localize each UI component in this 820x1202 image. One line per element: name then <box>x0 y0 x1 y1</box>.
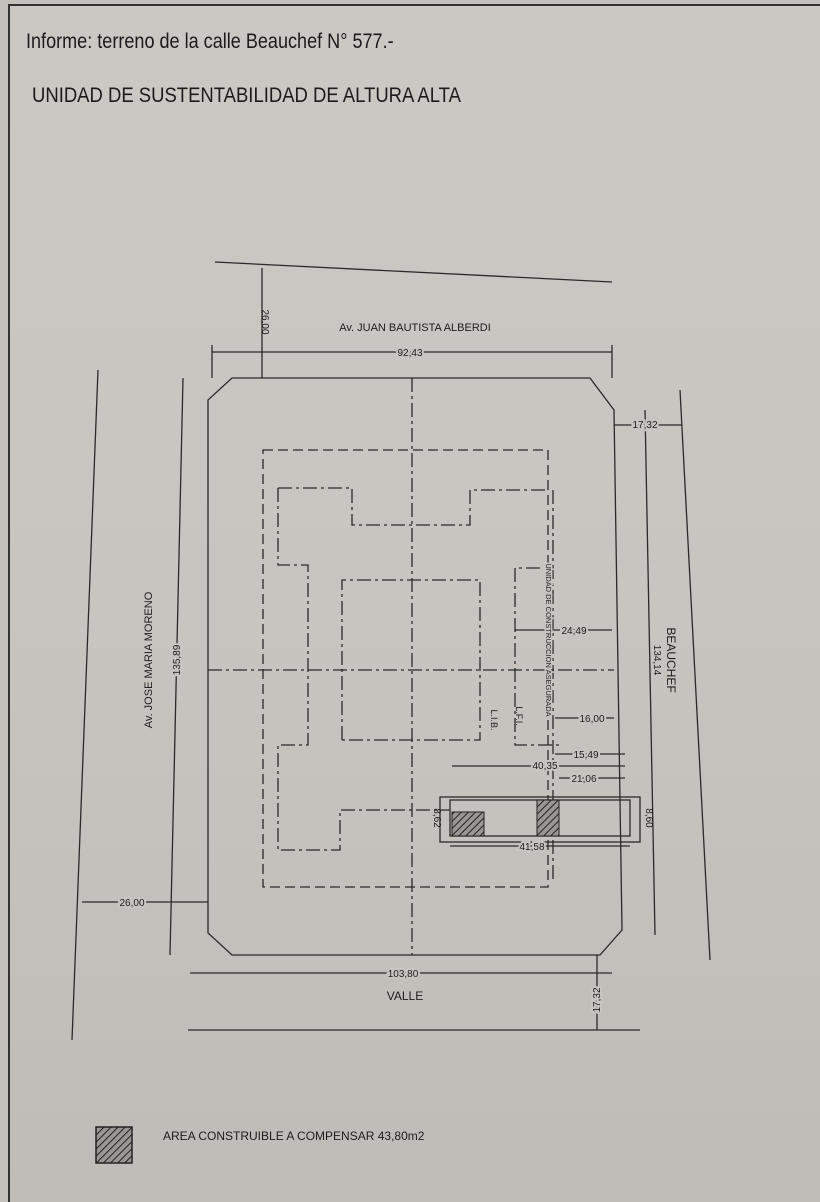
legend-label: AREA CONSTRUIBLE A COMPENSAR 43,80m2 <box>163 1129 425 1143</box>
building-core <box>341 579 481 741</box>
legend-hatch-swatch <box>95 1126 133 1164</box>
compensation-strip-outer <box>439 796 641 843</box>
dimension-lines <box>82 268 682 1030</box>
dim-se-setback: 17,32 <box>592 987 603 1012</box>
label-construction-unit: UNIDAD DE CONSTRUCCION ASEGURADA <box>544 563 553 716</box>
building-top-wing <box>278 487 548 526</box>
report-title: Informe: terreno de la calle Beauchef N°… <box>26 30 394 53</box>
dim-east-side: 134,14 <box>651 645 662 676</box>
hatched-area-west <box>451 811 485 837</box>
dim-8-60: 8,60 <box>643 808 654 828</box>
document-page <box>8 4 820 1202</box>
building-left-wing <box>277 488 450 851</box>
building-right-wing <box>514 567 560 746</box>
street-label-west: Av. JOSE MARIA MORENO <box>143 591 155 728</box>
dim-south-side: 103,80 <box>388 969 419 980</box>
dim-west-side: 135,89 <box>172 644 183 675</box>
dim-40-35: 40,35 <box>532 761 557 772</box>
dim-16-00: 16,00 <box>579 714 604 725</box>
report-subtitle: UNIDAD DE SUSTENTABILIDAD DE ALTURA ALTA <box>32 84 461 107</box>
buildable-envelope <box>262 449 549 888</box>
dim-21-06: 21,06 <box>571 774 596 785</box>
dim-24-49: 24,49 <box>561 626 586 637</box>
street-line-east <box>679 389 711 961</box>
street-label-east: BEAUCHEF <box>664 627 678 692</box>
street-line-north <box>214 261 613 283</box>
dim-ne-setback: 17,32 <box>632 420 657 431</box>
plot-outline <box>207 377 623 956</box>
dim-west-setback: 26,00 <box>119 898 144 909</box>
hatched-area-east <box>536 799 560 837</box>
dim-north-side: 92,43 <box>397 348 422 359</box>
street-line-west <box>71 369 99 1041</box>
dim-8-62: 8,62 <box>431 808 442 828</box>
label-lib: L.I.B. <box>489 709 499 730</box>
label-lfi: L.F.I. <box>514 706 524 726</box>
street-label-south: VALLE <box>387 989 423 1003</box>
street-label-north: Av. JUAN BAUTISTA ALBERDI <box>339 322 491 334</box>
dim-north-setback: 26,00 <box>259 309 270 334</box>
dim-15-49: 15,49 <box>573 750 598 761</box>
dim-41-58: 41,58 <box>519 842 544 853</box>
